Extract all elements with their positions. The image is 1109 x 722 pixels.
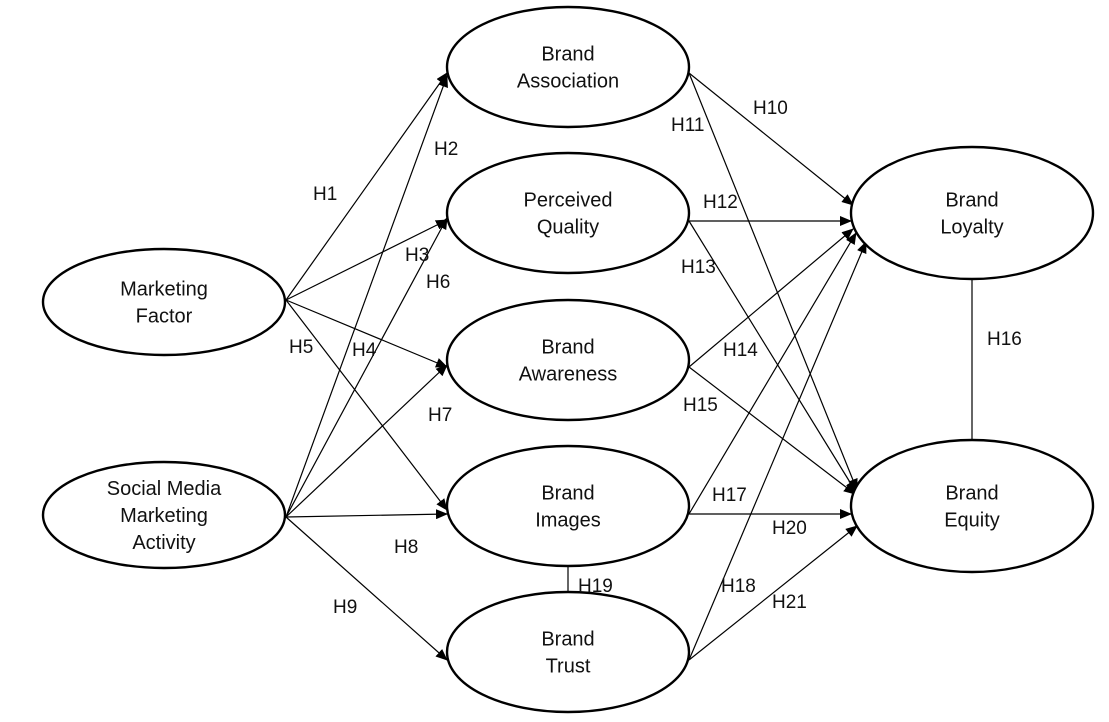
edge-h1 [285, 72, 448, 301]
node-ellipse-social-media-marketing-activity [41, 460, 287, 570]
edges-layer [285, 72, 977, 661]
edge-label-h13: H13 [681, 257, 716, 278]
node-label-brand-trust-line-2: Trust [546, 656, 591, 678]
node-label-brand-awareness-line-2: Awareness [519, 364, 618, 386]
edge-h2 [285, 75, 448, 518]
edge-h13 [688, 220, 857, 493]
node-ellipse-perceived-quality [445, 151, 691, 275]
node-label-marketing-factor-line-1: Marketing [120, 279, 208, 301]
node-label-brand-loyalty-line-2: Loyalty [940, 217, 1003, 239]
node-label-brand-equity-line-2: Equity [944, 510, 1000, 532]
edge-label-h17: H17 [712, 485, 747, 506]
node-ellipse-brand-images [445, 444, 691, 568]
edge-h4 [285, 299, 448, 368]
node-label-marketing-factor-line-2: Factor [136, 306, 193, 328]
edge-label-h8: H8 [394, 537, 418, 558]
edge-label-h19: H19 [578, 576, 613, 597]
node-label-perceived-quality-line-2: Quality [537, 217, 599, 239]
edge-label-h6: H6 [426, 272, 450, 293]
edge-h9 [285, 516, 448, 661]
node-label-social-media-marketing-activity-line-2: Marketing [120, 505, 208, 527]
edge-label-h21: H21 [772, 592, 807, 613]
node-label-brand-trust-line-1: Brand [541, 629, 594, 651]
edge-label-h7: H7 [428, 405, 452, 426]
edge-h5 [285, 299, 448, 511]
node-label-brand-awareness-line-1: Brand [541, 337, 594, 359]
edge-h14 [688, 228, 854, 368]
edge-label-h14: H14 [723, 340, 758, 361]
edge-label-h11: H11 [671, 115, 704, 136]
edge-label-h2: H2 [434, 139, 458, 160]
node-label-brand-loyalty-line-1: Brand [945, 190, 998, 212]
node-label-perceived-quality-line-1: Perceived [524, 190, 613, 212]
node-label-social-media-marketing-activity-line-1: Social Media [107, 478, 222, 500]
edge-label-h16: H16 [987, 329, 1022, 350]
edge-h10 [688, 72, 854, 206]
node-label-brand-association-line-1: Brand [541, 44, 594, 66]
edge-label-h15: H15 [683, 395, 718, 416]
edge-h8 [285, 509, 448, 520]
edge-label-h1: H1 [313, 184, 337, 205]
edge-label-h4: H4 [352, 340, 377, 361]
node-ellipse-brand-trust [445, 590, 691, 714]
node-label-brand-images-line-1: Brand [541, 483, 594, 505]
edge-h17 [688, 232, 857, 515]
node-label-social-media-marketing-activity-line-3: Activity [132, 532, 195, 554]
node-ellipse-brand-association [445, 5, 691, 129]
node-ellipse-marketing-factor [41, 247, 287, 357]
edge-label-h12: H12 [703, 192, 738, 213]
edge-h11 [688, 72, 858, 491]
edge-h18 [688, 241, 867, 661]
node-ellipse-brand-awareness [445, 298, 691, 422]
edge-h15 [688, 366, 856, 495]
node-label-brand-equity-line-1: Brand [945, 483, 998, 505]
edge-h21 [688, 525, 858, 661]
edge-h3 [285, 219, 448, 301]
edge-label-h18: H18 [721, 576, 756, 597]
node-ellipse-brand-loyalty [849, 145, 1095, 281]
edge-label-h5: H5 [289, 337, 313, 358]
edge-h6 [285, 217, 448, 518]
edge-h7 [285, 364, 448, 518]
node-label-brand-images-line-2: Images [535, 510, 601, 532]
node-label-brand-association-line-2: Association [517, 71, 619, 93]
edge-label-h20: H20 [772, 518, 807, 539]
edge-label-h3: H3 [405, 245, 429, 266]
node-ellipse-brand-equity [849, 438, 1095, 574]
edge-label-h9: H9 [333, 597, 357, 618]
edge-label-h10: H10 [753, 98, 788, 119]
